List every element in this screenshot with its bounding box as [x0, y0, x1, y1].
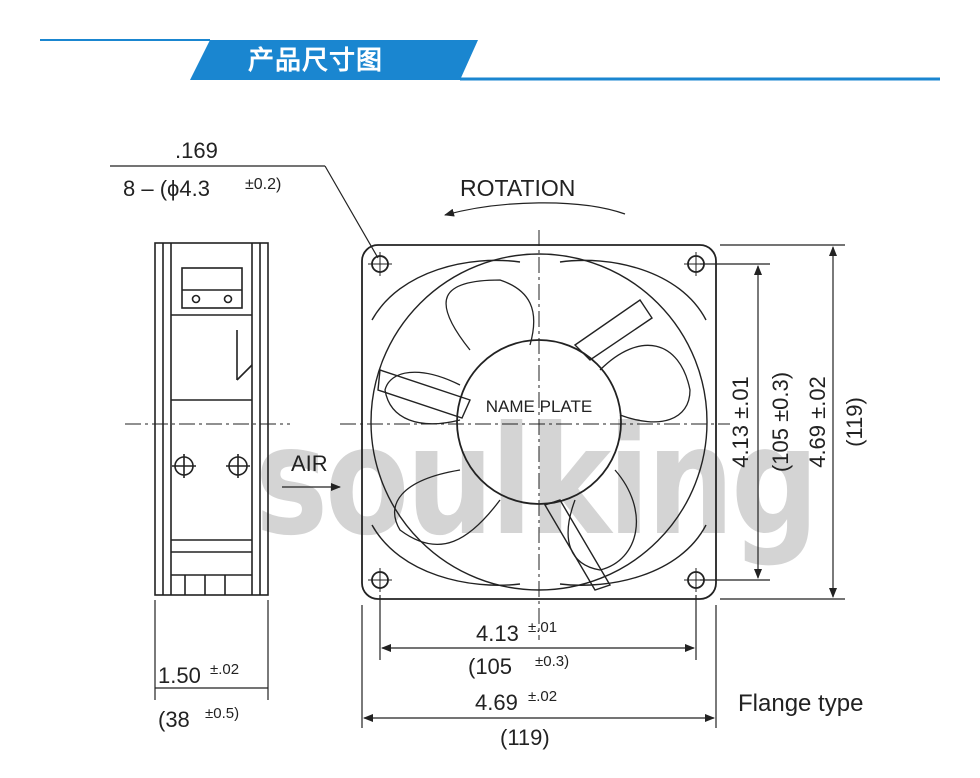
header-tab	[190, 40, 478, 80]
header-graphic	[40, 39, 940, 81]
hole-prefix: 8 – (	[123, 176, 168, 201]
hole-pitch-in-tol: ±.01	[528, 619, 557, 636]
frame-corner-br	[559, 524, 707, 586]
side-view	[154, 242, 269, 596]
side-strut-tip	[236, 364, 253, 381]
hole-in-label: .169	[175, 138, 218, 163]
frame-corner-bl	[371, 524, 521, 586]
hole-pitch-in: 4.13	[476, 621, 519, 646]
page-title: 产品尺寸图	[248, 46, 384, 76]
v-hole-pitch-in: 4.13 ±.01	[728, 376, 753, 468]
strut-left	[377, 369, 471, 419]
frame-corner-tr	[559, 259, 707, 321]
blade-1	[445, 279, 535, 351]
side-depth-in-tol: ±.02	[210, 661, 239, 678]
strut-bottom	[543, 499, 612, 591]
name-plate-label: NAME PLATE	[486, 397, 592, 416]
v-hole-pitch-mm: (105 ±0.3)	[768, 372, 793, 472]
hole-mm: 4.3	[179, 176, 210, 201]
rotation-label: ROTATION	[460, 175, 575, 201]
air-label: AIR	[291, 451, 328, 476]
side-depth-in: 1.50	[158, 663, 201, 688]
rotation-arrow	[444, 202, 626, 217]
hole-mm-label: 8 – (ϕ4.3	[123, 176, 210, 201]
hole-pitch-mm-tol: ±0.3)	[535, 653, 569, 670]
section-header: 产品尺寸图	[0, 0, 980, 90]
blade-4	[394, 469, 501, 546]
side-depth-mm-tol: ±0.5)	[205, 705, 239, 722]
frame-corner-tl	[371, 259, 521, 321]
v-overall-mm: (119)	[842, 397, 867, 447]
side-outline	[154, 242, 269, 596]
overall-in: 4.69	[475, 690, 518, 715]
side-connector-pin-right	[223, 294, 233, 304]
v-overall-in: 4.69 ±.02	[805, 376, 830, 468]
hole-tol: ±0.2)	[245, 176, 281, 193]
blade-3	[567, 469, 637, 571]
overall-in-tol: ±.02	[528, 688, 557, 705]
right-dimension-lines	[700, 244, 845, 600]
side-connector-pin-left	[191, 294, 201, 304]
hole-pitch-mm: (105	[468, 654, 512, 679]
bottom-dimension-lines	[361, 595, 717, 728]
blade-5	[384, 371, 461, 425]
side-depth-dimension	[154, 600, 269, 700]
side-connector	[181, 267, 243, 309]
hole-leader	[324, 165, 379, 259]
hole-phi: ϕ	[167, 176, 179, 201]
strut-top-right	[573, 299, 653, 361]
blade-2	[599, 344, 691, 423]
flange-type-label: Flange type	[738, 690, 863, 717]
overall-mm: (119)	[500, 725, 550, 750]
side-depth-mm: (38	[158, 707, 190, 732]
